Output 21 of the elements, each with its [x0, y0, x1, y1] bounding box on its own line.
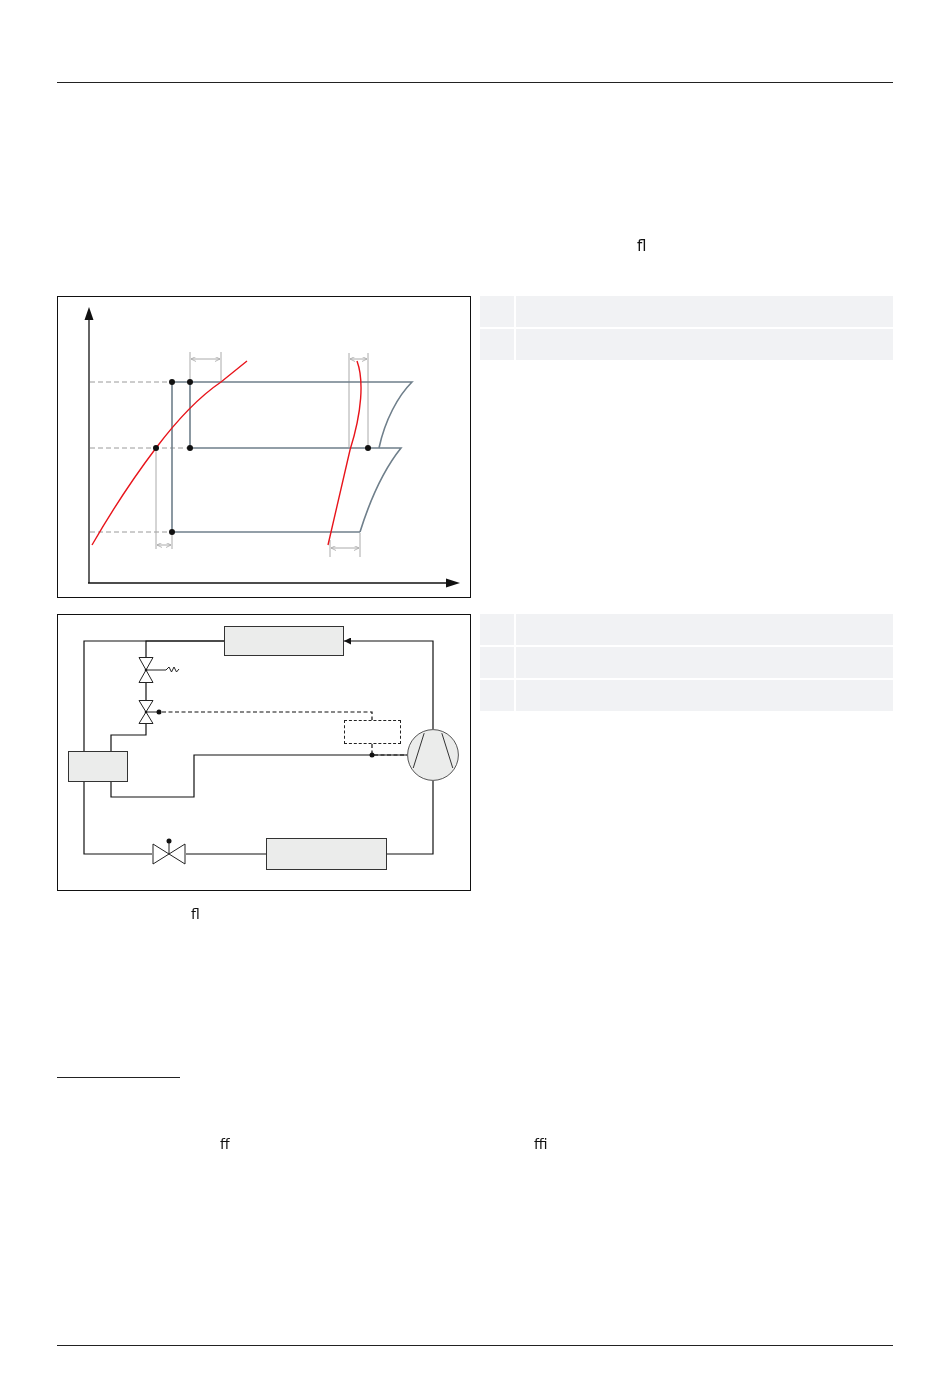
pipe-line: [110, 754, 408, 798]
text-fragment: fl: [637, 238, 647, 255]
text-fragment: ffi: [534, 1137, 548, 1153]
dashed-line: [161, 711, 373, 721]
component-box: [68, 751, 128, 782]
compressor-symbol: [407, 729, 459, 781]
pipe-line: [343, 637, 434, 730]
text-fragment: fl: [191, 907, 200, 923]
component-box: [224, 626, 344, 656]
expansion-valve-symbol: [152, 837, 186, 865]
valve-symbol: [138, 700, 162, 724]
solenoid-valve-symbol: [138, 657, 180, 683]
pipe-line: [386, 780, 434, 855]
pipe-line: [145, 640, 225, 658]
dashed-box: [344, 720, 401, 744]
pipe-line: [110, 723, 147, 752]
pipe-line: [83, 781, 153, 855]
text-fragment: ff: [220, 1137, 230, 1153]
pipe-line: [145, 682, 147, 701]
pipe-line: [185, 853, 267, 855]
component-box: [266, 838, 387, 870]
